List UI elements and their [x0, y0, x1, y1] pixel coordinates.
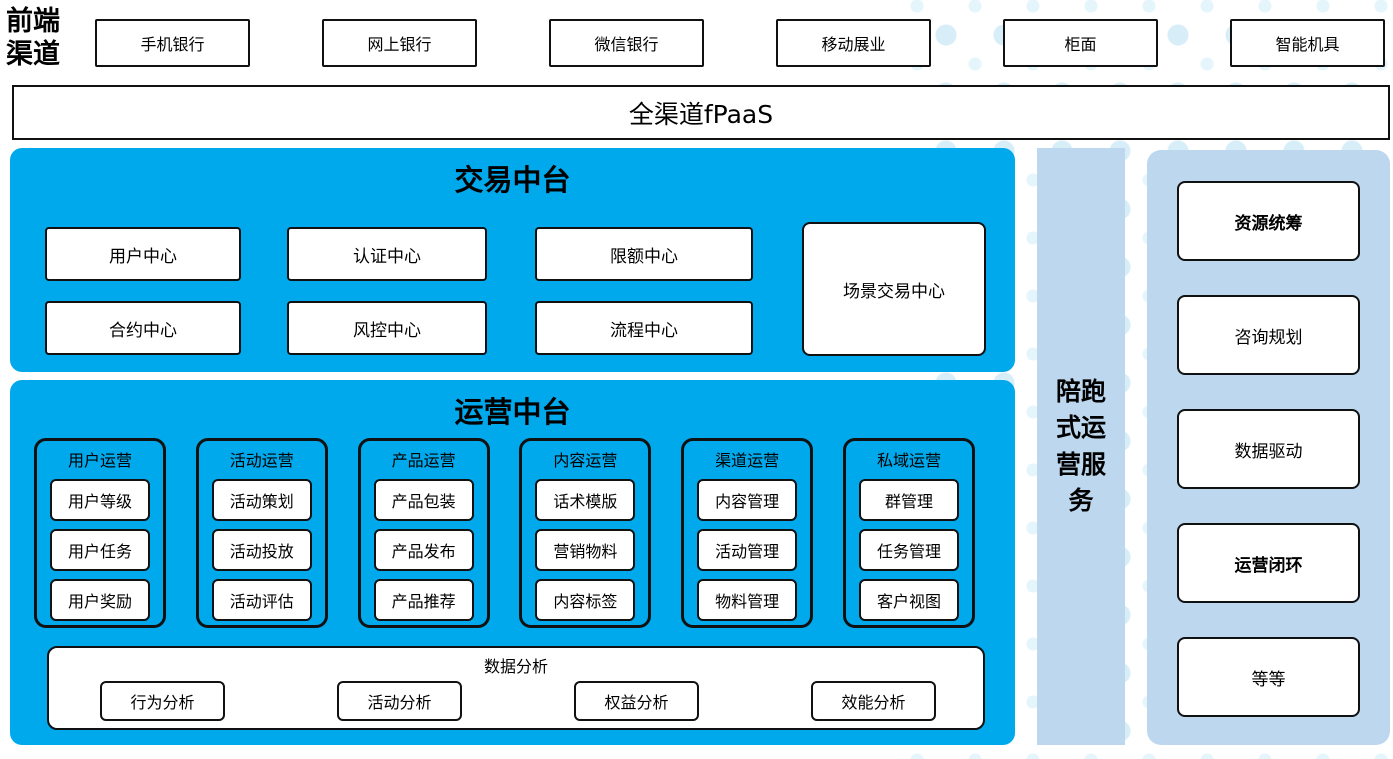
ops-groups-row: 用户运营 用户等级 用户任务 用户奖励 活动运营 活动策划 活动投放 活动评估 … — [10, 438, 1015, 628]
center-box: 限额中心 — [535, 227, 753, 281]
front-channels-row: 手机银行 网上银行 微信银行 移动展业 柜面 智能机具 — [95, 19, 1385, 67]
ops-group-item: 产品发布 — [373, 529, 474, 571]
ops-group-product: 产品运营 产品包装 产品发布 产品推荐 — [357, 438, 490, 628]
ops-group-title: 渠道运营 — [715, 451, 780, 470]
ops-group-item: 任务管理 — [858, 529, 959, 571]
ops-platform-panel: 运营中台 用户运营 用户等级 用户任务 用户奖励 活动运营 活动策划 活动投放 … — [10, 380, 1015, 745]
ops-group-item: 营销物料 — [535, 529, 636, 571]
ops-group-title: 活动运营 — [229, 451, 294, 470]
data-analysis-title: 数据分析 — [483, 657, 548, 676]
ops-group-item: 用户任务 — [50, 529, 150, 571]
ops-group-user: 用户运营 用户等级 用户任务 用户奖励 — [34, 438, 166, 628]
center-box: 风控中心 — [287, 301, 487, 355]
service-item: 资源统筹 — [1177, 181, 1360, 261]
center-box: 认证中心 — [287, 227, 487, 281]
ops-group-item: 产品推荐 — [373, 579, 474, 621]
analysis-item: 权益分析 — [574, 681, 699, 721]
center-box: 用户中心 — [45, 227, 241, 281]
service-item: 运营闭环 — [1177, 523, 1360, 603]
channel-box: 移动展业 — [776, 19, 931, 67]
analysis-item: 效能分析 — [811, 681, 936, 721]
ops-group-item: 活动策划 — [211, 479, 312, 521]
ops-group-channel: 渠道运营 内容管理 活动管理 物料管理 — [681, 438, 814, 628]
service-item: 咨询规划 — [1177, 295, 1360, 375]
channel-box: 柜面 — [1003, 19, 1158, 67]
service-item: 数据驱动 — [1177, 409, 1360, 489]
data-analysis-box: 数据分析 行为分析 活动分析 权益分析 效能分析 — [47, 646, 985, 730]
analysis-item: 活动分析 — [337, 681, 462, 721]
ops-group-item: 物料管理 — [697, 579, 798, 621]
companion-service-bar: 陪跑式运营服务 — [1037, 148, 1125, 745]
ops-group-item: 产品包装 — [373, 479, 474, 521]
ops-group-item: 活动评估 — [211, 579, 312, 621]
ops-group-item: 话术模版 — [535, 479, 636, 521]
ops-group-title: 内容运营 — [553, 451, 618, 470]
service-item: 等等 — [1177, 637, 1360, 717]
service-items-panel: 资源统筹 咨询规划 数据驱动 运营闭环 等等 — [1147, 150, 1390, 745]
ops-group-item: 内容管理 — [697, 479, 798, 521]
companion-service-label: 陪跑式运营服务 — [1055, 377, 1106, 515]
fpaas-bar: 全渠道fPaaS — [12, 85, 1390, 140]
ops-group-content: 内容运营 话术模版 营销物料 内容标签 — [519, 438, 652, 628]
scene-trade-center-box: 场景交易中心 — [802, 222, 986, 356]
ops-platform-title: 运营中台 — [454, 395, 571, 429]
channel-box: 网上银行 — [322, 19, 477, 67]
channel-box: 智能机具 — [1230, 19, 1385, 67]
trade-platform-title: 交易中台 — [454, 163, 571, 197]
analysis-item: 行为分析 — [100, 681, 225, 721]
ops-group-item: 用户等级 — [50, 479, 150, 521]
ops-group-activity: 活动运营 活动策划 活动投放 活动评估 — [195, 438, 328, 628]
center-box: 合约中心 — [45, 301, 241, 355]
front-channels-label: 前端渠道 — [6, 6, 60, 70]
ops-group-item: 活动管理 — [697, 529, 798, 571]
ops-group-private-domain: 私域运营 群管理 任务管理 客户视图 — [842, 438, 975, 628]
data-analysis-items: 行为分析 活动分析 权益分析 效能分析 — [100, 681, 936, 721]
trade-platform-panel: 交易中台 用户中心 认证中心 限额中心 合约中心 风控中心 流程中心 场景交易中… — [10, 148, 1015, 372]
ops-group-title: 产品运营 — [391, 451, 456, 470]
center-box: 流程中心 — [535, 301, 753, 355]
ops-group-title: 用户运营 — [67, 451, 132, 470]
channel-box: 微信银行 — [549, 19, 704, 67]
ops-group-item: 群管理 — [858, 479, 959, 521]
channel-box: 手机银行 — [95, 19, 250, 67]
ops-group-item: 客户视图 — [858, 579, 959, 621]
ops-group-item: 内容标签 — [535, 579, 636, 621]
ops-group-item: 活动投放 — [211, 529, 312, 571]
ops-group-title: 私域运营 — [876, 451, 941, 470]
ops-group-item: 用户奖励 — [50, 579, 150, 621]
